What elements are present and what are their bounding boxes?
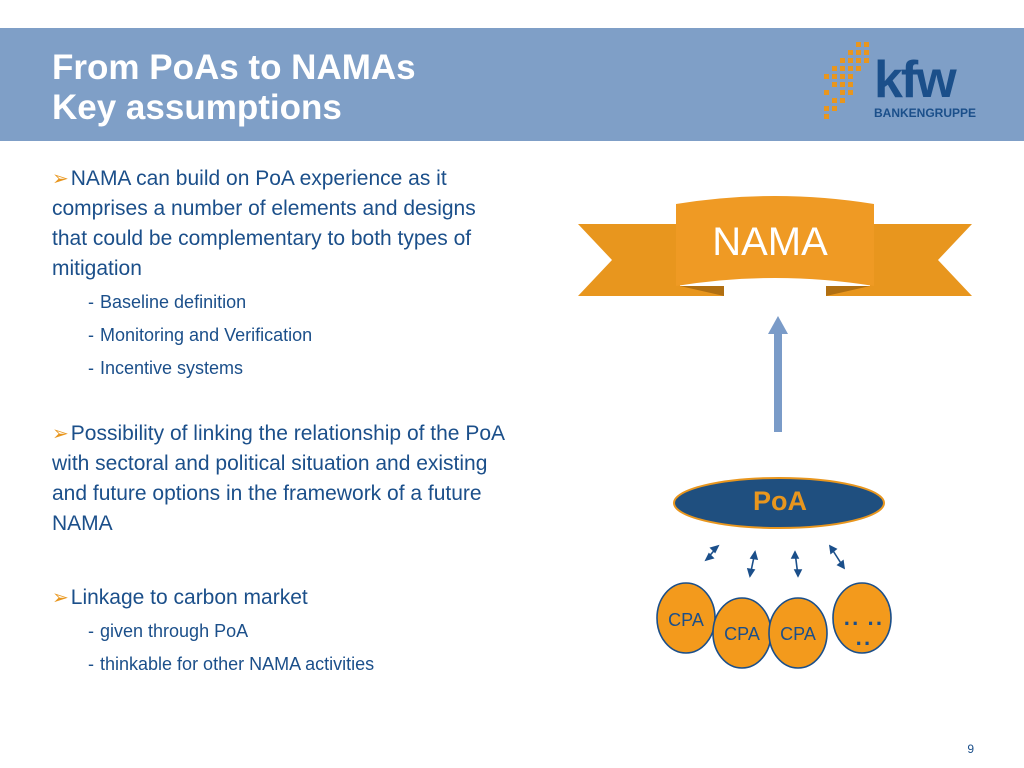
- title-line-1: From PoAs to NAMAs: [52, 48, 416, 87]
- bullet-item: ➢Linkage to carbon market -given through…: [52, 583, 512, 681]
- poa-ellipse: [673, 477, 885, 529]
- logo-dot-grid-icon: [824, 42, 869, 119]
- cpa-label: CPA: [780, 624, 816, 644]
- sub-list: -Baseline definition -Monitoring and Ver…: [52, 286, 512, 385]
- cpa-circle: [768, 597, 828, 669]
- title-line-2: Key assumptions: [52, 88, 342, 127]
- bullet-list: ➢NAMA can build on PoA experience as it …: [52, 164, 512, 681]
- bullet-text: Linkage to carbon market: [70, 586, 308, 609]
- nama-ribbon: [578, 196, 972, 296]
- bullet-text: NAMA can build on PoA experience as it c…: [52, 167, 476, 280]
- arrow-bullet-icon: ➢: [52, 423, 69, 445]
- dash-icon: -: [88, 325, 94, 345]
- link-arrows: [704, 544, 846, 578]
- logo-subtitle: BANKENGRUPPE: [874, 106, 977, 120]
- cpa-label: CPA: [668, 610, 704, 630]
- page-number: 9: [967, 742, 974, 756]
- sub-item: -given through PoA: [88, 621, 249, 641]
- bullet-text: Possibility of linking the relationship …: [52, 422, 504, 535]
- top-margin: [0, 0, 1024, 28]
- poa-label: PoA: [753, 486, 807, 516]
- arrow-bullet-icon: ➢: [52, 587, 69, 609]
- dash-icon: -: [88, 621, 94, 641]
- dash-icon: -: [88, 358, 94, 378]
- dash-icon: -: [88, 292, 94, 312]
- arrow-bullet-icon: ➢: [52, 168, 69, 190]
- kfw-logo: kfw BANKENGRUPPE: [820, 40, 990, 130]
- sub-item: -thinkable for other NAMA activities: [88, 654, 375, 674]
- bullet-item: ➢Possibility of linking the relationship…: [52, 419, 512, 539]
- nama-label: NAMA: [712, 220, 828, 264]
- poa-nama-diagram: [578, 196, 972, 669]
- dash-icon: -: [88, 654, 94, 674]
- slide-title: From PoAs to NAMAs Key assumptions: [52, 48, 416, 128]
- sub-item: -Monitoring and Verification: [88, 325, 313, 345]
- cpa-label: CPA: [724, 624, 760, 644]
- bullet-item: ➢NAMA can build on PoA experience as it …: [52, 164, 512, 385]
- more-label: ·· ·· ··: [843, 611, 885, 656]
- sub-list: -given through PoA -thinkable for other …: [52, 615, 512, 681]
- more-circle: [832, 582, 892, 654]
- up-arrow: [768, 316, 788, 432]
- sub-item: -Baseline definition: [88, 292, 247, 312]
- logo-wordmark: kfw: [874, 51, 957, 109]
- sub-item: -Incentive systems: [88, 358, 244, 378]
- title-bar: [0, 28, 1024, 141]
